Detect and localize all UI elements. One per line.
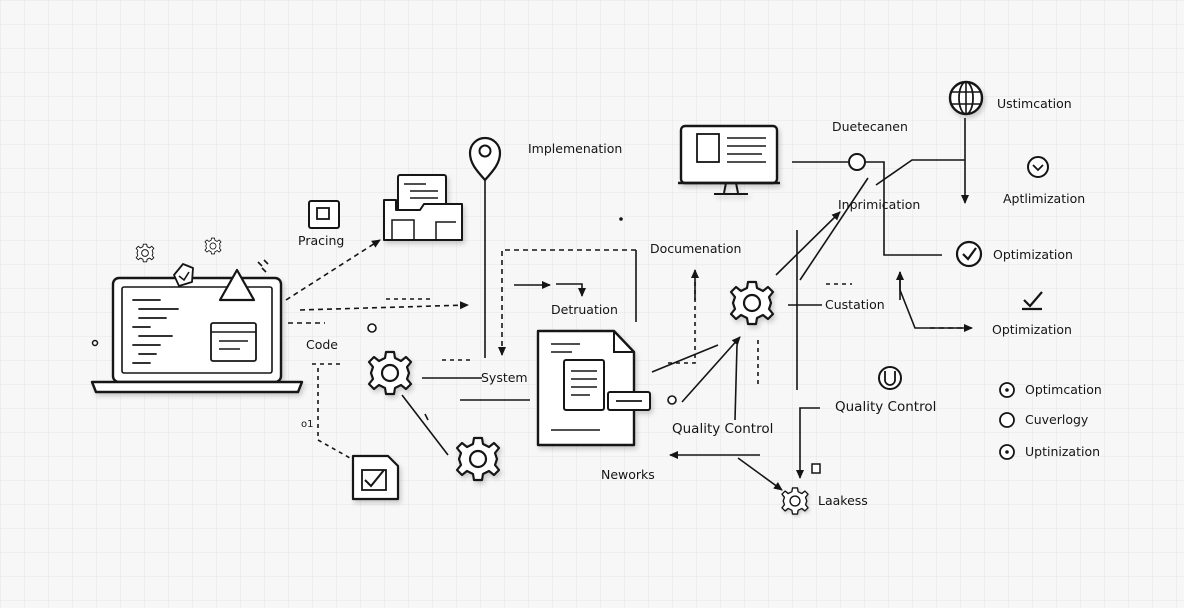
laptop-icon — [90, 276, 304, 394]
label-custation: Custation — [825, 297, 885, 312]
label-quality-control-left: Quality Control — [672, 421, 774, 437]
monitor-icon — [678, 124, 780, 195]
line-doc-gear-1 — [651, 344, 719, 373]
label-inprimication: Inprimication — [838, 197, 921, 212]
check-circle-icon — [955, 240, 983, 268]
arrow-to-lakess — [737, 457, 783, 491]
label-documentation: Documenation — [650, 241, 742, 256]
label-aptlimization: Aptlimization — [1003, 191, 1086, 206]
documents-folder-icon — [383, 174, 463, 241]
label-quality-control-right: Quality Control — [835, 399, 937, 415]
arrow-laptop-to-practing — [285, 239, 381, 301]
small-node-qc — [367, 323, 821, 474]
label-lakess: Laakess — [818, 493, 868, 508]
gear-icon-code — [367, 350, 413, 396]
label-practing: Pracing — [298, 233, 345, 248]
dash-code-loop — [317, 368, 351, 459]
label-implementation: Implemenation — [528, 141, 623, 156]
label-dot-o1: o1 — [301, 419, 314, 430]
line-qc-to-gear — [734, 344, 738, 421]
line-gear-to-gear — [401, 394, 449, 456]
dash-doc-up — [668, 272, 696, 364]
gear-icon-lakess — [781, 487, 809, 515]
label-detruation: Detruation — [551, 302, 618, 317]
connectors — [285, 118, 973, 491]
label-uptinization: Uptinization — [1025, 444, 1101, 459]
document-icon-main — [536, 329, 651, 447]
arrow-gear-up-1 — [775, 211, 841, 276]
chevron-circle-icon — [1027, 156, 1049, 178]
dot-left — [91, 339, 99, 347]
arrow-qc2-down — [796, 407, 820, 479]
line-node-up-diag — [875, 159, 965, 186]
frame-icon — [308, 200, 340, 229]
checklist-document-icon — [351, 454, 400, 501]
label-ustimation: Ustimcation — [997, 96, 1072, 111]
dash-tick-marks — [424, 413, 429, 421]
label-optimization-1: Optimization — [993, 247, 1073, 262]
label-system: System — [481, 370, 528, 385]
radio-uptinization[interactable] — [999, 444, 1015, 460]
label-code: Code — [306, 337, 339, 352]
label-duetecanen: Duetecanen — [832, 119, 908, 134]
magnet-icon — [878, 366, 902, 390]
label-cuverlogy: Cuverlogy — [1025, 412, 1089, 427]
small-gear-icon-mid — [204, 237, 222, 255]
radio-cuverlogy[interactable] — [999, 412, 1015, 428]
sparkle-icon — [257, 259, 269, 273]
line-detruation-elbow — [556, 283, 586, 297]
checkmark-icon — [1022, 291, 1043, 311]
dot-center — [619, 217, 623, 221]
location-pin-icon — [468, 136, 502, 182]
gear-icon-bottom — [455, 436, 501, 482]
arrow-bottom-optimization — [899, 272, 973, 332]
radio-optimication[interactable] — [999, 382, 1015, 398]
label-networks: Neworks — [601, 467, 655, 482]
globe-icon — [948, 80, 984, 116]
warning-triangle-icon — [218, 268, 256, 302]
small-gear-icon-left — [135, 243, 155, 263]
arrow-gear-up-2 — [799, 177, 869, 281]
label-optimization-2: Optimization — [992, 322, 1072, 337]
junction-node — [848, 153, 866, 171]
label-optimication: Optimcation — [1025, 382, 1102, 397]
line-node-to-right — [866, 161, 942, 256]
badge-icon — [173, 263, 194, 287]
gear-icon-right — [729, 280, 775, 326]
line-doc-gear-2 — [681, 336, 741, 403]
arrow-laptop-to-system — [299, 301, 469, 311]
